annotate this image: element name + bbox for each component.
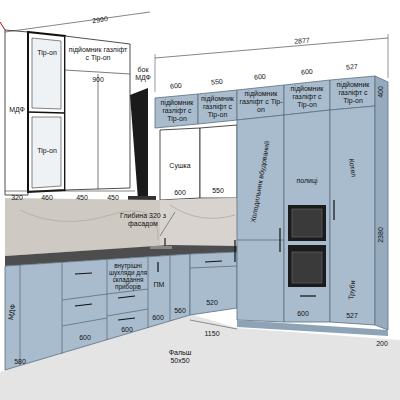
dimension-label: 2990	[92, 15, 108, 25]
cabinet-front: підйомник газліфт с Tip-on	[332, 80, 374, 106]
dimension-label: 600	[254, 73, 266, 82]
dimension-label: 600	[297, 310, 309, 318]
cabinet-front: підйомник газліфт с Tip-on	[286, 84, 328, 110]
cabinet-front: Tip-on	[30, 44, 64, 62]
cabinet-label: ПМ	[149, 281, 169, 289]
dimension-label: Фальш 50x50	[160, 349, 200, 364]
cabinet-front: Tip-on	[30, 142, 64, 160]
dimension-label: 200	[376, 340, 388, 348]
cabinet-front: Холодильник вбудований	[238, 130, 282, 234]
cabinet-label: підйомник газліфт с Tip-on	[157, 99, 197, 122]
dimension-label: 1150	[204, 330, 219, 338]
dimension-label: 600	[121, 326, 133, 334]
cabinet-label: підйомник газліфт с Tip-on	[286, 85, 328, 108]
cabinet-label: підйомник газліфт с Tip-on	[239, 90, 283, 113]
dimension-label: 550	[211, 78, 223, 87]
cabinet-label: внутрішні шухляди для складання приборів	[108, 263, 148, 291]
cabinet-label: Tip-on	[30, 147, 64, 155]
cabinet-front: підйомник газліфт с Tip-on	[239, 89, 283, 115]
dimension-label: 450	[76, 194, 88, 202]
dimension-label: 600	[170, 82, 182, 91]
dimension-label: 527	[346, 63, 358, 72]
cabinet-label: підйомник газліфт с Tip-on	[67, 46, 129, 61]
cabinet-front: внутрішні шухляди для складання приборів	[108, 262, 148, 292]
dimension-label: 2877	[294, 36, 310, 45]
dimension-label: 527	[346, 312, 358, 320]
cabinet-label: полиці	[286, 177, 328, 185]
dimension-label: 400	[377, 86, 385, 98]
cabinet-front: Сушка	[162, 156, 198, 176]
cabinet-front: полиці	[286, 172, 328, 190]
dimension-label: 580	[14, 358, 26, 366]
dimension-label: 900	[92, 76, 104, 84]
cabinet-front: ПМ	[149, 278, 169, 292]
cabinet-front: підйомник газліфт с Tip-on	[199, 94, 236, 120]
cabinet-label: Котел	[347, 158, 357, 178]
dimension-label: бок МДФ	[131, 66, 155, 81]
dimension-label: МДФ	[9, 106, 25, 114]
dimension-label: 600	[301, 68, 313, 77]
dimension-label: 600	[79, 334, 91, 342]
cabinet-front: підйомник газліфт с Tip-on	[157, 98, 197, 124]
dimension-label: 320	[11, 194, 23, 202]
cabinet-label: Tip-on	[30, 49, 64, 57]
dimension-label: 450	[107, 194, 119, 202]
cabinet-label: підйомник газліфт с Tip-on	[332, 81, 374, 104]
dimension-label: 460	[41, 194, 53, 202]
dimension-label: 560	[174, 307, 186, 315]
dimension-label: 600	[152, 314, 164, 322]
dimension-label: 2380	[377, 227, 385, 243]
dimension-label: Глибина 320 з фасадом	[112, 212, 174, 227]
cabinet-label: Сушка	[162, 162, 198, 170]
dimension-label: 600	[174, 189, 186, 197]
cabinet-label: підйомник газліфт с Tip-on	[199, 95, 236, 118]
cabinet-label: Холодильник вбудований	[249, 141, 271, 224]
dimension-label: 550	[212, 187, 224, 195]
dimension-label: 520	[206, 299, 218, 307]
cabinet-front: підйомник газліфт с Tip-on	[67, 40, 129, 68]
cabinet-front: Котел	[332, 140, 372, 196]
